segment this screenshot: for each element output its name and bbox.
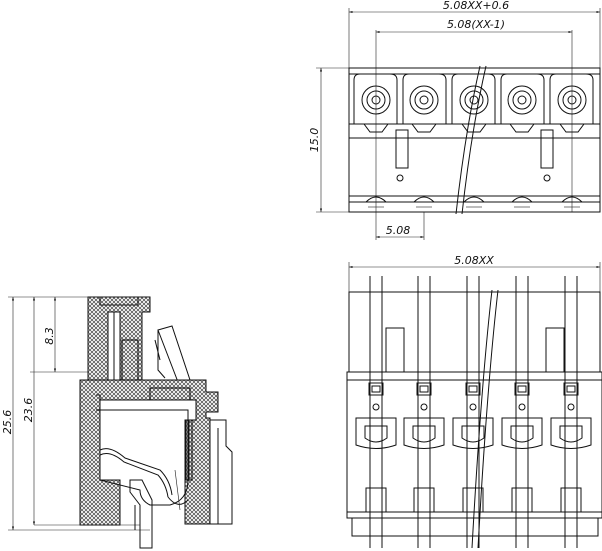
top-view-poles xyxy=(353,73,594,208)
front-pole-3 xyxy=(452,382,494,513)
front-view: 5.08XX xyxy=(346,254,602,549)
side-upper-post xyxy=(87,296,151,381)
front-break-line-2 xyxy=(477,289,499,549)
top-pole-2 xyxy=(402,73,447,208)
side-right-clip xyxy=(210,419,233,525)
dim-top-height: 15.0 xyxy=(308,128,321,153)
top-break-line-1 xyxy=(455,65,481,215)
dim-top-pitch-total: 5.08(XX-1) xyxy=(447,18,505,31)
top-lock-tab-left xyxy=(395,129,409,169)
front-lock-tab-left xyxy=(385,327,405,373)
top-view: 5.08XX+0.6 5.08(XX-1) 15.0 5.08 xyxy=(308,0,601,240)
top-pole-1 xyxy=(353,73,398,208)
front-poles xyxy=(355,382,592,513)
dim-top-pitch: 5.08 xyxy=(386,224,411,237)
top-pole-5 xyxy=(549,73,594,208)
front-pole-5 xyxy=(550,382,592,513)
side-pcb-pin xyxy=(129,479,153,549)
side-housing-section xyxy=(79,379,219,526)
top-pole-4 xyxy=(500,73,545,208)
dim-top-overall: 5.08XX+0.6 xyxy=(443,0,509,12)
front-pole-1 xyxy=(355,382,397,513)
front-pole-4 xyxy=(501,382,543,513)
front-pins xyxy=(369,276,578,548)
dim-front-overall: 5.08XX xyxy=(454,254,494,267)
front-lock-tab-right xyxy=(545,327,565,373)
dim-side-height-total: 25.6 xyxy=(1,410,14,435)
front-pole-2 xyxy=(403,382,445,513)
dim-side-height-body: 23.6 xyxy=(22,398,35,423)
top-lock-tab-right xyxy=(540,129,554,169)
side-locking-lever xyxy=(157,325,191,383)
top-view-body xyxy=(348,67,601,213)
front-upper-housing xyxy=(348,291,601,373)
side-section-view: 25.6 23.6 8.3 xyxy=(1,296,233,549)
dim-side-height-top: 8.3 xyxy=(43,327,56,345)
front-break-line-1 xyxy=(471,289,493,549)
top-pole-3 xyxy=(451,73,496,208)
side-spring-clamp xyxy=(99,448,173,496)
side-inner-cavity xyxy=(99,409,189,506)
top-break-line-2 xyxy=(461,65,487,215)
